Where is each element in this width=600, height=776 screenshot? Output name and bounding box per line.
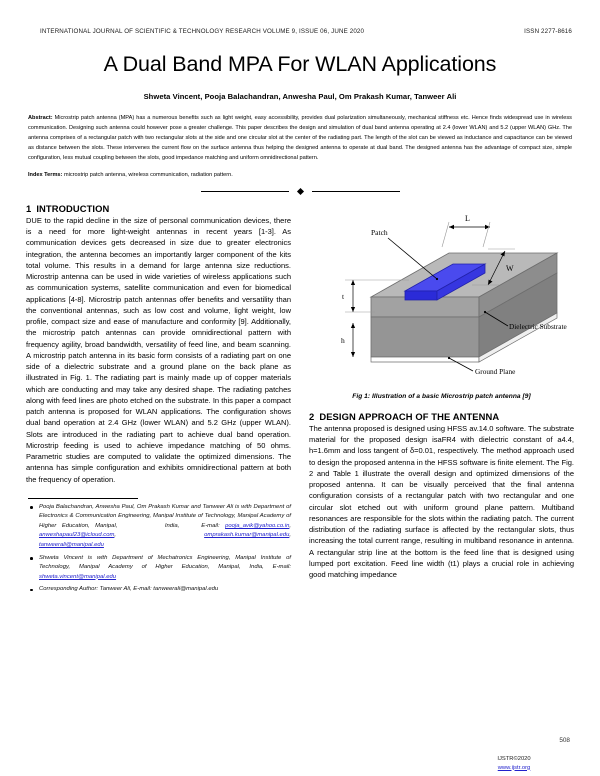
ground-plane-front-face <box>370 316 480 358</box>
diamond-icon <box>296 187 304 195</box>
length-arrow-right <box>485 224 490 229</box>
width-label: W <box>506 264 514 273</box>
thickness-arrow-bottom <box>350 306 356 312</box>
thickness-arrow-top <box>350 279 356 285</box>
length-ext-line-left <box>441 221 450 247</box>
footnote-item-3: Corresponding Author: Tanweer Ali, E-mai… <box>26 585 291 595</box>
ground-plane-sheet <box>370 356 480 363</box>
ground-leader-dot <box>447 356 451 359</box>
section-title-design: DESIGN APPROACH OF THE ANTENNA <box>319 410 500 422</box>
section-number-design: 2 <box>309 410 315 422</box>
height-arrow-top <box>350 322 356 328</box>
index-terms-label: Index Terms: <box>28 171 63 178</box>
footnote-2-email[interactable]: shweta.vincent@manipal.edu <box>39 573 117 580</box>
substrate-leader-line <box>484 311 509 327</box>
section-heading-design: 2 DESIGN APPROACH OF THE ANTENNA <box>309 411 574 422</box>
left-column: 1 INTRODUCTION DUE to the rapid decline i… <box>26 203 291 598</box>
right-column: Patch L W <box>309 203 574 598</box>
running-head-left: INTERNATIONAL JOURNAL OF SCIENTIFIC & TE… <box>40 28 365 35</box>
page-title: A Dual Band MPA For WLAN Applications <box>103 52 497 76</box>
footnote-item-1: Pooja Balachandran, Anwesha Paul, Om Pra… <box>26 503 291 551</box>
abstract-label: Abstract: <box>28 115 53 121</box>
footnote-list: Pooja Balachandran, Anwesha Paul, Om Pra… <box>26 503 291 595</box>
running-head-issn: ISSN 2277-8616 <box>524 28 572 35</box>
section-number-introduction: 1 <box>26 202 32 214</box>
figure-1-caption: Fig 1: Illustration of a basic Microstri… <box>309 393 574 400</box>
section-title-introduction: INTRODUCTION <box>36 202 110 214</box>
footer-url[interactable]: www.ijstr.org <box>497 764 531 771</box>
height-label: h <box>341 336 345 345</box>
introduction-body: DUE to the rapid decline in the size of … <box>26 215 291 484</box>
footnote-1-email-label: E-mail: <box>201 522 220 529</box>
ground-leader-line <box>448 357 474 372</box>
figure-1-caption-text: Illustration of a basic Microstrip patch… <box>372 392 531 400</box>
width-arrow-top <box>500 250 505 257</box>
width-dimension-line <box>487 250 506 285</box>
divider-rule-left <box>200 190 289 192</box>
thickness-label: t <box>342 292 345 301</box>
two-column-body: 1 INTRODUCTION DUE to the rapid decline i… <box>26 203 574 598</box>
length-arrow-left <box>449 224 454 229</box>
footer-brand: IJSTR©2020 www.ijstr.org <box>454 755 574 772</box>
patch-front-face <box>404 290 438 301</box>
patch-label: Patch <box>371 228 388 237</box>
page-number: 508 <box>559 737 570 744</box>
substrate-label: Dielectric Substrate <box>509 322 567 331</box>
divider-rule-right <box>311 190 400 192</box>
abstract-block: Abstract: Microstrip patch antenna (MPA)… <box>26 114 574 164</box>
section-heading-introduction: 1 INTRODUCTION <box>26 203 291 214</box>
footnote-1-text: Pooja Balachandran, Anwesha Paul, Om Pra… <box>39 503 291 529</box>
abstract-text: Microstrip patch antenna (MPA) has a num… <box>28 115 572 161</box>
author-list: Shweta Vincent, Pooja Balachandran, Anwe… <box>143 92 457 101</box>
footnote-1-email-1[interactable]: pooja_avik@yahoo.co.in <box>225 522 290 529</box>
index-terms-text: microstrip patch antenna, wireless commu… <box>63 171 233 178</box>
length-ext-line-right <box>482 221 491 247</box>
footnote-3-email: tanweerali@manipal.edu <box>153 586 219 593</box>
figure-1-caption-label: Fig 1: <box>352 392 371 400</box>
running-head: INTERNATIONAL JOURNAL OF SCIENTIFIC & TE… <box>26 28 574 35</box>
section-divider <box>26 187 574 195</box>
patch-right-face <box>436 263 486 301</box>
length-label: L <box>465 214 470 223</box>
width-arrow-bottom <box>488 279 493 285</box>
figure-1: Patch L W <box>309 205 574 385</box>
footnote-2-text: Shweta Vincent is with Department of Mec… <box>39 554 291 571</box>
footnote-item-2: Shweta Vincent is with Department of Mec… <box>26 554 291 583</box>
index-terms-block: Index Terms: microstrip patch antenna, w… <box>26 172 574 178</box>
ground-plane-sheet-side <box>478 312 558 363</box>
footnote-1-email-3[interactable]: omprakash.kumar@manipal.edu <box>204 532 290 539</box>
microstrip-antenna-diagram: Patch L W <box>341 214 567 376</box>
footnote-1-email-2[interactable]: anweshapaul23@icloud.com <box>39 532 115 539</box>
patch-leader-dot <box>435 277 439 280</box>
footnote-1-country: India, <box>164 522 180 529</box>
footnote-3-text: Corresponding Author: Tanweer Ali, E-mai… <box>39 586 152 593</box>
substrate-leader-dot <box>483 310 487 313</box>
height-arrow-bottom <box>350 351 356 357</box>
ground-label: Ground Plane <box>475 367 515 376</box>
footnote-rule <box>28 497 138 499</box>
patch-leader-line <box>387 237 438 280</box>
footnote-1-email-4[interactable]: tanweerali@manipal.edu <box>39 542 104 549</box>
footer-brand-name: IJSTR©2020 <box>497 756 531 763</box>
design-body: The antenna proposed is designed using H… <box>309 423 574 580</box>
